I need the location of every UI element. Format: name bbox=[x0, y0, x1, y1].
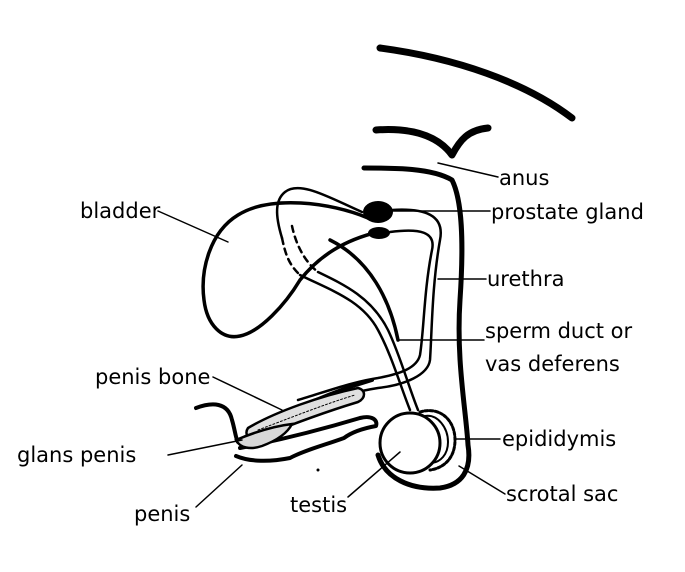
penis-body bbox=[234, 415, 379, 463]
leader-penis bbox=[195, 464, 243, 508]
label-sperm-duct-line1: sperm duct or bbox=[485, 319, 633, 343]
sperm-duct-line bbox=[275, 186, 364, 240]
inner-abdomen-wall bbox=[328, 238, 400, 342]
glans-penis-shape bbox=[234, 422, 295, 450]
label-testis: testis bbox=[290, 493, 347, 517]
epididymis-outline bbox=[424, 414, 449, 464]
prostate-gland-shape bbox=[363, 201, 393, 223]
sperm-duct-dashed-b bbox=[290, 224, 320, 274]
sperm-duct-second bbox=[316, 270, 420, 412]
bladder-shape bbox=[201, 201, 380, 339]
leader-penis-bone bbox=[212, 376, 283, 411]
urethra-tube-inner bbox=[296, 229, 434, 402]
label-epididymis: epididymis bbox=[502, 427, 616, 451]
leader-anus bbox=[437, 162, 499, 178]
leader-scrotal-sac bbox=[458, 465, 506, 495]
epididymis-shape bbox=[418, 409, 457, 472]
label-glans-penis: glans penis bbox=[17, 443, 136, 467]
tail-base-outline bbox=[372, 124, 492, 159]
back-outline bbox=[376, 44, 576, 122]
label-scrotal-sac: scrotal sac bbox=[506, 482, 618, 506]
label-urethra: urethra bbox=[487, 267, 564, 291]
prostate-gland-lower bbox=[368, 227, 390, 239]
sperm-duct-dashed-a bbox=[280, 236, 302, 277]
rear-body-wall bbox=[361, 165, 472, 491]
penis-bone-texture bbox=[257, 394, 356, 431]
leader-glans-penis bbox=[167, 439, 243, 456]
sperm-duct-main bbox=[298, 273, 412, 412]
label-sperm-duct-line2: vas deferens bbox=[485, 352, 620, 376]
label-prostate-gland: prostate gland bbox=[491, 200, 644, 224]
label-anus: anus bbox=[499, 166, 549, 190]
leader-testis bbox=[347, 451, 401, 498]
testis-shape bbox=[378, 411, 442, 475]
leader-bladder bbox=[157, 210, 229, 243]
label-bladder: bladder bbox=[80, 199, 161, 223]
marker-dot bbox=[316, 468, 320, 472]
label-penis: penis bbox=[134, 502, 190, 526]
label-penis-bone: penis bone bbox=[95, 365, 210, 389]
